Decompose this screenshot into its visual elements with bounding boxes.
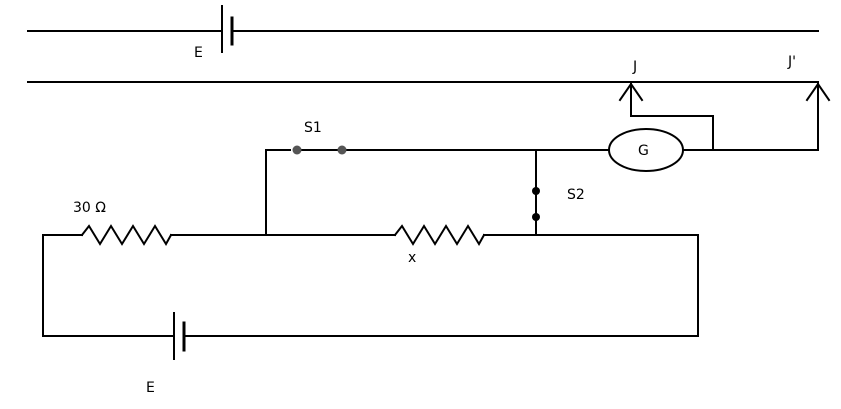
resistor-x-label: x bbox=[408, 250, 416, 266]
galvanometer-label: G bbox=[638, 143, 649, 159]
switch-s2-terminal-bottom bbox=[532, 213, 540, 221]
top-battery bbox=[221, 5, 234, 53]
galvanometer: G bbox=[608, 128, 684, 172]
switch-s1: S1 bbox=[292, 120, 347, 155]
switch-s1-terminal-right bbox=[337, 145, 347, 155]
galvanometer-branch: G bbox=[265, 128, 819, 236]
jockey-left: J bbox=[618, 59, 714, 151]
switch-s2: S2 bbox=[532, 149, 585, 236]
jockey-left-label: J bbox=[632, 59, 637, 75]
bottom-battery-label: E bbox=[146, 380, 155, 396]
jockey-right-label: J' bbox=[787, 54, 796, 70]
resistor-x bbox=[393, 224, 486, 246]
resistor-30-ohm-label: 30 Ω bbox=[73, 200, 106, 216]
switch-s1-terminal-left bbox=[292, 145, 302, 155]
main-circuit: 30 Ω x E bbox=[42, 200, 699, 396]
bottom-battery bbox=[173, 312, 186, 360]
switch-s2-label: S2 bbox=[567, 187, 585, 203]
switch-s2-terminal-top bbox=[532, 187, 540, 195]
top-driver-circuit: E bbox=[27, 5, 819, 61]
resistor-30-ohm bbox=[80, 224, 173, 246]
jockey-right: J' bbox=[787, 54, 831, 151]
top-battery-label: E bbox=[194, 45, 203, 61]
switch-s1-label: S1 bbox=[304, 120, 322, 136]
